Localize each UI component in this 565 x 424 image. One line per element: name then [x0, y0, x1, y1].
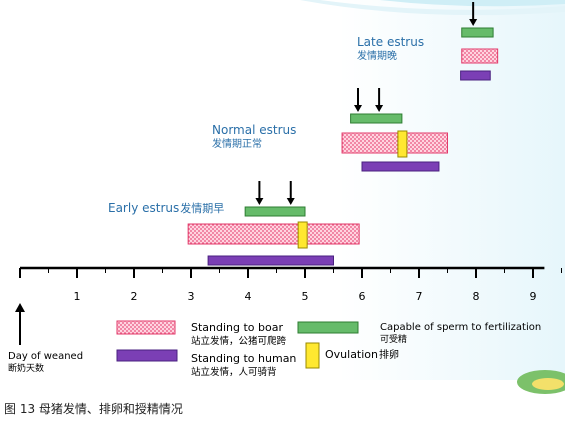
legend-standing-boar-label: Standing to boar	[191, 321, 283, 334]
legend-standing-human-swatch	[116, 349, 178, 362]
standing-to-human-bar	[460, 70, 491, 81]
axis-tick-label: 8	[473, 290, 480, 303]
legend-capable-sperm-zh: 可受精	[380, 333, 407, 345]
legend-capable-sperm-swatch	[297, 321, 359, 334]
axis-tick-label: 3	[188, 290, 195, 303]
ovulation-marker	[397, 130, 408, 158]
legend-standing-boar-zh: 站立发情，公猪可爬跨	[191, 335, 287, 347]
axis-tick-label: 6	[359, 290, 366, 303]
legend-ovulation-label: Ovulation	[325, 348, 378, 361]
stage-label-zh: 发情期晚	[357, 49, 397, 62]
decor-swoosh-2	[300, 0, 565, 16]
arrow-down-head	[375, 105, 384, 112]
standing-to-boar-bar	[187, 223, 360, 245]
stage-label-zh: 发情期早	[180, 201, 224, 215]
decor-globe-inner	[532, 378, 564, 390]
day-of-weaned-label: Day of weaned	[8, 351, 83, 362]
axis-tick-label: 9	[530, 290, 537, 303]
capable-sperm-bar	[350, 113, 403, 124]
stage-label-en: Late estrus	[357, 35, 424, 49]
legend-ovulation-swatch	[305, 342, 320, 369]
capable-sperm-bar	[244, 206, 306, 217]
legend-standing-human-zh: 站立发情，人可骑背	[191, 366, 277, 378]
axis-tick-label: 2	[131, 290, 138, 303]
stage-label-zh: 发情期正常	[212, 137, 262, 150]
figure-caption: 图 13 母猪发情、排卵和授精情况	[4, 402, 183, 416]
arrow-down-head	[255, 198, 264, 205]
legend-standing-boar-swatch	[116, 320, 176, 335]
standing-to-boar-bar	[461, 48, 499, 64]
day-of-weaned-zh: 断奶天数	[8, 362, 44, 374]
stage-label-en: Early estrus	[108, 201, 179, 215]
arrow-down-head	[286, 198, 295, 205]
arrow-up-head	[15, 303, 25, 312]
ovulation-marker	[297, 221, 308, 249]
axis-tick-label: 4	[245, 290, 252, 303]
axis-tick-label: 7	[416, 290, 423, 303]
axis-tick-label: 1	[74, 290, 81, 303]
standing-to-human-bar	[361, 161, 440, 172]
standing-to-boar-bar	[341, 132, 448, 154]
arrow-down-head	[469, 19, 478, 26]
standing-to-human-bar	[207, 255, 335, 266]
legend-capable-sperm-label: Capable of sperm to fertilization	[380, 322, 541, 333]
axis-tick-label: 5	[302, 290, 309, 303]
legend-standing-human-label: Standing to human	[191, 352, 296, 365]
legend-ovulation-zh: 排卵	[379, 348, 399, 361]
stage-label-en: Normal estrus	[212, 123, 296, 137]
arrow-down-head	[354, 105, 363, 112]
capable-sperm-bar	[461, 27, 494, 38]
